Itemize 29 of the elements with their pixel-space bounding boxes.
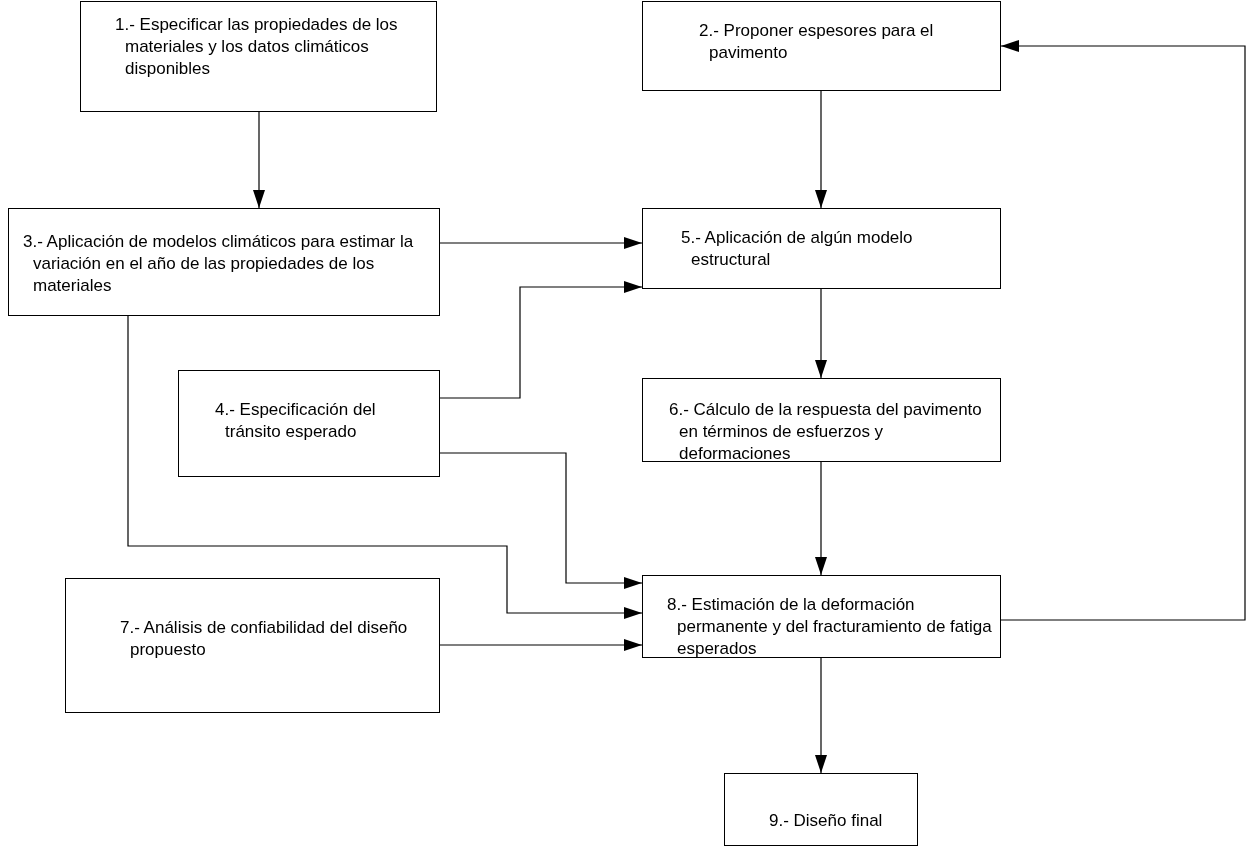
process-box: [8, 208, 440, 316]
process-box: [642, 208, 1001, 289]
box-text: 1.- Especificar las propiedades de los materiales y los datos climáticos disponibles: [115, 14, 399, 80]
process-box: [724, 773, 918, 846]
arrow: [439, 639, 643, 651]
arrow: [815, 461, 827, 576]
process-box: [65, 578, 440, 713]
process-box: [642, 378, 1001, 462]
process-box: [642, 1, 1001, 91]
box-text: 3.- Aplicación de modelos climáticos para estimar la variación en el año de las propiedades de los materiales: [23, 231, 415, 297]
box-text: 9.- Diseño final: [769, 810, 884, 832]
box-text: 8.- Estimación de la deformación permanente y del fracturamiento de fatiga esperados: [667, 594, 993, 660]
arrow: [815, 90, 827, 209]
arrow: [127, 315, 643, 619]
arrow: [815, 288, 827, 379]
box-text: 2.- Proponer espesores para el pavimento: [699, 20, 935, 64]
box-text: 7.- Análisis de confiabilidad del diseño propuesto: [120, 617, 409, 661]
arrow: [1000, 40, 1246, 621]
process-box: [178, 370, 440, 477]
process-box: [80, 1, 437, 112]
process-box: [642, 575, 1001, 658]
arrow: [439, 237, 643, 249]
arrow: [439, 281, 643, 399]
box-text: 4.- Especificación del tránsito esperado: [215, 399, 377, 443]
arrow: [439, 452, 643, 589]
arrow: [253, 111, 265, 209]
arrow: [815, 657, 827, 774]
box-text: 6.- Cálculo de la respuesta del pavimento en términos de esfuerzos y deformaciones: [669, 399, 983, 465]
box-text: 5.- Aplicación de algún modelo estructural: [681, 227, 914, 271]
